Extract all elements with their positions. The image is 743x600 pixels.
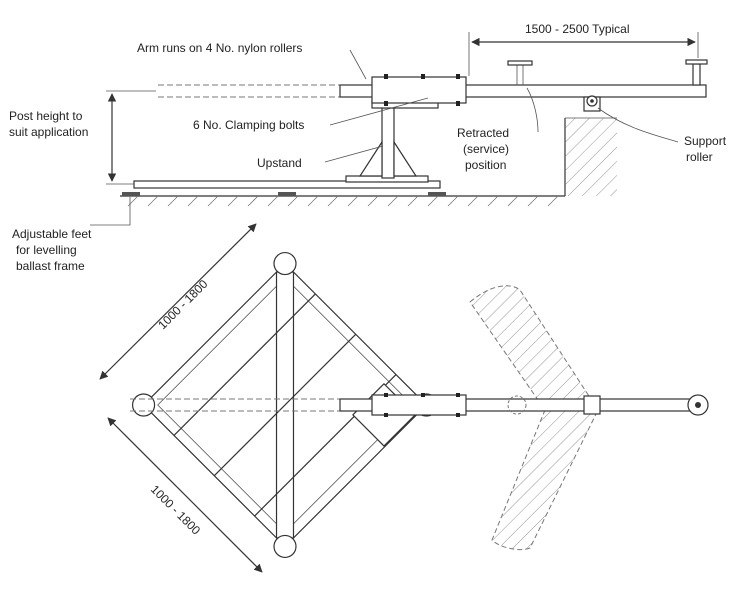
ground (120, 117, 617, 207)
plan-view (99, 223, 709, 573)
label-span-typical: 1500 - 2500 Typical (525, 22, 630, 36)
label-feet-2: for levelling (16, 243, 77, 257)
support-roller (583, 95, 601, 112)
label-post-height-1: Post height to (9, 109, 83, 123)
label-upstand: Upstand (257, 156, 302, 170)
side-elevation (90, 32, 708, 226)
label-feet-1: Adjustable feet (12, 227, 92, 241)
span-dimension (468, 32, 699, 76)
hatched-structure (469, 285, 599, 551)
adjustable-foot-right (428, 192, 446, 196)
label-dim-top: 1000 - 1800 (155, 277, 210, 332)
roller-housing (371, 76, 467, 104)
ballast-frame (133, 180, 441, 189)
label-dim-bottom: 1000 - 1800 (148, 482, 203, 537)
label-support-roller-2: roller (686, 150, 713, 164)
upstand-post (345, 99, 439, 183)
support-roller-plan (583, 395, 601, 415)
retracted-mast-plan (507, 395, 527, 415)
label-post-height-2: suit application (9, 125, 88, 139)
label-clamping-bolts: 6 No. Clamping bolts (193, 118, 304, 132)
end-mast (685, 59, 708, 86)
label-arm-rollers: Arm runs on 4 No. nylon rollers (137, 41, 302, 55)
plan-dimensions (99, 223, 263, 573)
label-feet-3: ballast frame (16, 259, 85, 273)
retracted-mast (507, 60, 533, 85)
label-retracted-2: (service) (463, 142, 509, 156)
label-retracted-1: Retracted (457, 126, 509, 140)
roller-housing-plan (371, 394, 467, 416)
label-retracted-3: position (465, 158, 506, 172)
adjustable-foot-left (122, 192, 140, 196)
adjustable-foot-middle (278, 192, 296, 196)
label-support-roller-1: Support (684, 134, 727, 148)
post-height-dimension (106, 90, 156, 185)
